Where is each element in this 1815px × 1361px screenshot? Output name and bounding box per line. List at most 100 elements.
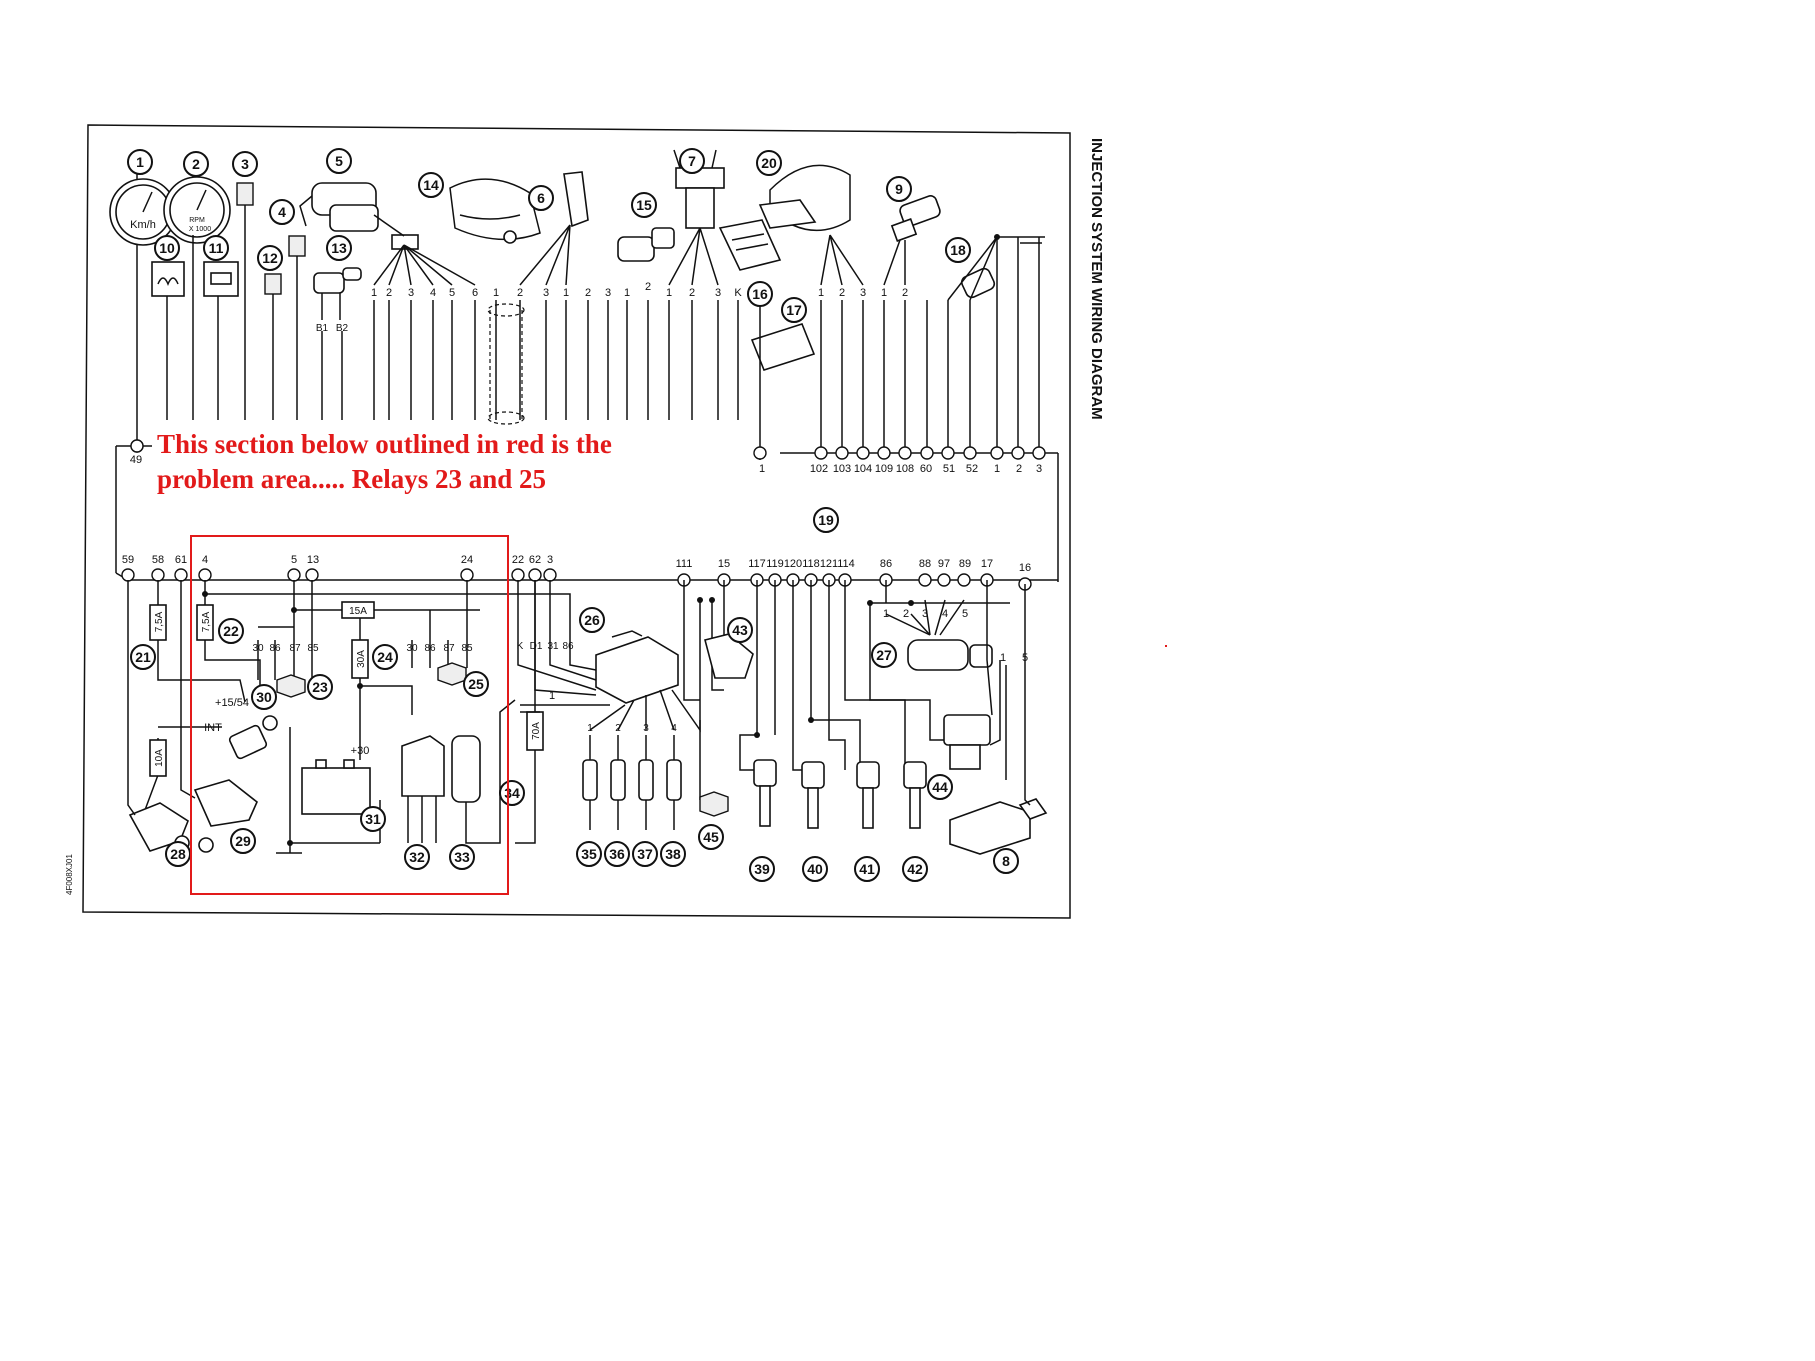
power-supply-circuit: 7,5A 7,5A 15A 30 86 87 85 30A 30 86 87 8…: [127, 580, 571, 854]
svg-text:3: 3: [241, 156, 249, 172]
terminal: [877, 446, 891, 460]
solenoid-33: [451, 735, 501, 844]
terminal-label: 102: [810, 463, 828, 475]
relay-23-pin: 85: [307, 643, 319, 654]
rpm-scale-label: X 1000: [189, 226, 211, 233]
relay-23-pin: 86: [269, 643, 281, 654]
module-26-pin: D1: [530, 641, 543, 652]
preheat-unit: [401, 735, 445, 843]
injector-40: [801, 761, 825, 829]
callout-32: 32: [404, 844, 430, 870]
ignition-switch: +15/54 INT: [204, 697, 278, 760]
component-45: [699, 791, 729, 817]
terminal-label: 3: [1036, 463, 1042, 475]
pin-label: 2: [615, 723, 621, 734]
pin-label: 2: [903, 608, 909, 620]
pin-label: 5: [449, 287, 455, 299]
callout-44: 44: [927, 774, 953, 800]
terminal-label: 2: [1016, 463, 1022, 475]
injector-41: [856, 761, 880, 829]
terminal-label: 59: [122, 554, 134, 566]
terminal: [814, 446, 828, 460]
terminal: [1011, 446, 1025, 460]
callout-7: 7: [679, 148, 705, 174]
actuator-28: [128, 802, 190, 852]
callout-41: 41: [854, 856, 880, 882]
glow-plug-36: 2: [610, 723, 626, 830]
callout-42: 42: [902, 856, 928, 882]
pin-label: 1: [371, 287, 377, 299]
ecu-bottom-terminals: 59 58 61 4 5 13 24 22 62 3 111 15 117 11…: [121, 554, 1032, 591]
callout-38: 38: [660, 841, 686, 867]
pin-label: 4: [671, 723, 677, 734]
svg-text:13: 13: [331, 240, 347, 256]
terminal: [856, 446, 870, 460]
callout-27: 27: [871, 642, 897, 668]
relay-23: [276, 674, 306, 698]
svg-text:34: 34: [504, 785, 520, 801]
fuse-label: 7,5A: [201, 611, 212, 632]
stray-mark: [1165, 645, 1167, 647]
svg-text:43: 43: [732, 622, 748, 638]
callout-3: 3: [232, 151, 258, 177]
speedometer: Km/h: [109, 178, 177, 246]
svg-text:26: 26: [584, 612, 600, 628]
glow-plug-circuit: K D1 31 86 1 1 2 3 4: [517, 580, 701, 830]
callout-33: 33: [449, 844, 475, 870]
svg-text:32: 32: [409, 849, 425, 865]
terminal-label: 4: [202, 554, 208, 566]
diagram-reference: 4F008XJ01: [65, 854, 74, 895]
pin-label: 2: [902, 287, 908, 299]
glow-plug-35: 1: [582, 723, 598, 830]
callout-28: 28: [165, 841, 191, 867]
terminal-label: 61: [175, 554, 187, 566]
svg-text:19: 19: [818, 512, 834, 528]
terminal-label: 119: [766, 558, 784, 570]
svg-text:1: 1: [136, 154, 144, 170]
pin-label: 1: [881, 287, 887, 299]
pin-label: 3: [860, 287, 866, 299]
relay-25: [437, 662, 467, 686]
terminal-label: 15: [718, 558, 730, 570]
terminal: [963, 446, 977, 460]
svg-text:25: 25: [468, 676, 484, 692]
svg-text:4: 4: [278, 204, 286, 220]
callout-13: 13: [326, 235, 352, 261]
component-12: [264, 273, 282, 295]
callout-2: 2: [183, 151, 209, 177]
callout-29: 29: [230, 828, 256, 854]
pin-label: 1: [818, 287, 824, 299]
terminal: [1032, 446, 1046, 460]
ignition-int-label: INT: [204, 722, 222, 734]
terminal-label: 97: [938, 558, 950, 570]
relay-25-pin: 30: [406, 643, 418, 654]
pin-label: 5: [962, 608, 968, 620]
terminal-label: 86: [880, 558, 892, 570]
svg-text:37: 37: [637, 846, 653, 862]
component-20: [758, 164, 851, 232]
callout-24: 24: [372, 644, 398, 670]
pin-label: 2: [839, 287, 845, 299]
svg-text:27: 27: [876, 647, 892, 663]
fuse-label: 15A: [349, 606, 367, 617]
terminal-label: 109: [875, 463, 893, 475]
terminal-label: 117: [748, 558, 766, 570]
fuse-10a: [149, 739, 167, 777]
svg-text:38: 38: [665, 846, 681, 862]
svg-text:41: 41: [859, 861, 875, 877]
terminal-label: 5: [291, 554, 297, 566]
pin-label: 1: [666, 287, 672, 299]
callout-8: 8: [993, 848, 1019, 874]
fuse-22: [196, 604, 214, 641]
callout-9: 9: [886, 176, 912, 202]
ecu-top-terminals: 49 1 102 103 104 109 108 60 51 52 1 2 3: [130, 439, 1046, 475]
sensor-9: [890, 195, 941, 242]
lever-position-sensor: [299, 182, 419, 250]
crankshaft-sensor: [449, 178, 541, 244]
pin-label: 2: [517, 287, 523, 299]
terminal-49-pin: [130, 439, 144, 453]
sensor-15: [617, 227, 675, 262]
callout-40: 40: [802, 856, 828, 882]
svg-text:31: 31: [365, 811, 381, 827]
